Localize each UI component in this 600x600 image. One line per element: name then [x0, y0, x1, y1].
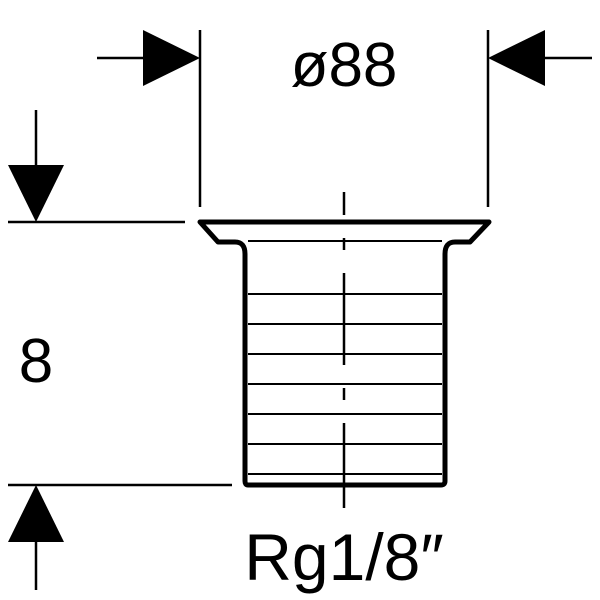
diameter-dimension — [97, 30, 592, 207]
fitting-part — [197, 192, 492, 508]
height-label: 8 — [19, 327, 53, 396]
arrow-down-icon — [8, 165, 64, 222]
arrow-up-icon — [8, 485, 64, 542]
arrow-left-icon — [488, 30, 545, 86]
part-outline — [197, 219, 492, 488]
thread-label: Rg1/8″ — [244, 520, 443, 594]
height-dimension — [8, 110, 232, 590]
arrow-right-icon — [143, 30, 200, 86]
diameter-label: ø88 — [291, 31, 398, 100]
